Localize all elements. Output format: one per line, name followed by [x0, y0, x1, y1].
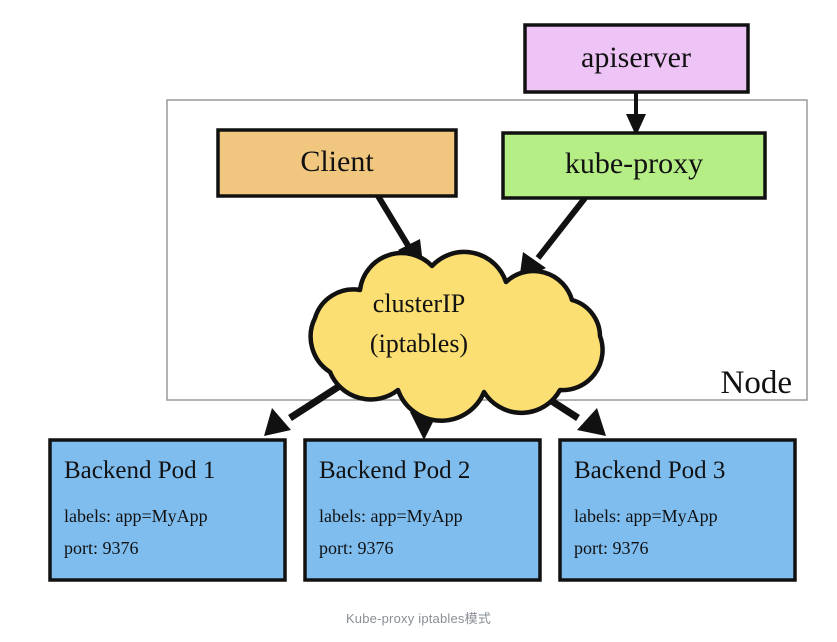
cloud-label-line2: (iptables) [370, 329, 468, 358]
kube-proxy-label: kube-proxy [565, 147, 703, 180]
node-container-label: Node [721, 365, 792, 401]
pod-3-title: Backend Pod 3 [574, 457, 725, 484]
pod-2-title: Backend Pod 2 [319, 457, 470, 484]
apiserver-label: apiserver [581, 41, 691, 74]
pod-1-labels: labels: app=MyApp [64, 506, 208, 526]
box-kube-proxy[interactable]: kube-proxy [501, 131, 767, 200]
cloud-label-line1: clusterIP [373, 289, 465, 318]
diagram-caption: Kube-proxy iptables模式 [345, 611, 492, 626]
clusterip-cloud[interactable]: clusterIP (iptables) [308, 249, 605, 423]
arrow-apiserver-to-kube-proxy [626, 92, 646, 136]
pod-1-title: Backend Pod 1 [64, 457, 215, 484]
box-client[interactable]: Client [216, 128, 458, 198]
client-label: Client [300, 145, 374, 178]
pod-box-2[interactable]: Backend Pod 2 labels: app=MyApp port: 93… [303, 438, 542, 582]
pod-1-port: port: 9376 [64, 538, 139, 558]
pod-3-port: port: 9376 [574, 538, 649, 558]
pod-3-labels: labels: app=MyApp [574, 506, 718, 526]
box-apiserver[interactable]: apiserver [523, 23, 750, 94]
pod-box-3[interactable]: Backend Pod 3 labels: app=MyApp port: 93… [558, 438, 797, 582]
pod-2-port: port: 9376 [319, 538, 394, 558]
pod-2-labels: labels: app=MyApp [319, 506, 463, 526]
pod-box-1[interactable]: Backend Pod 1 labels: app=MyApp port: 93… [48, 438, 287, 582]
